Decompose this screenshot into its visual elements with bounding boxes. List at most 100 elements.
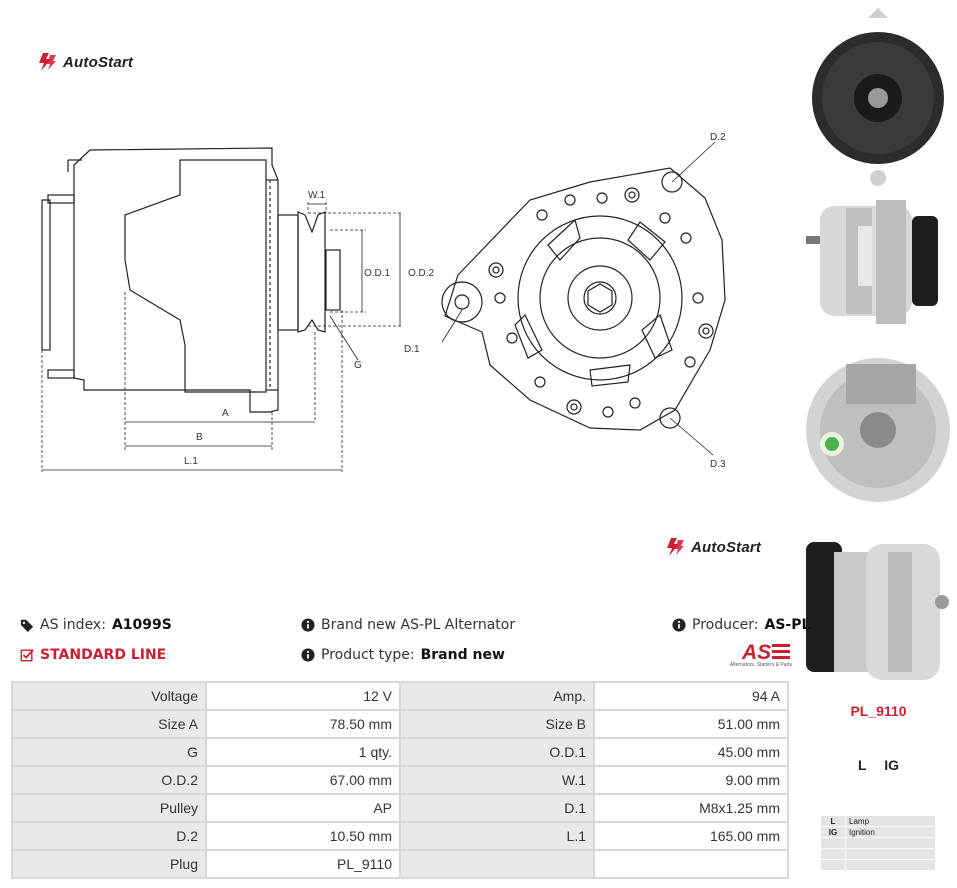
legend-row: L Lamp	[821, 816, 935, 826]
legend-code	[821, 838, 845, 848]
spec-key: D.2	[11, 821, 207, 851]
legend-row: IG Ignition	[821, 827, 935, 837]
legend-row	[821, 838, 935, 848]
spec-key: O.D.1	[399, 737, 595, 767]
legend-row	[821, 849, 935, 859]
label-od2: O.D.2	[408, 268, 435, 279]
spec-value: 51.00 mm	[593, 709, 789, 739]
legend-code	[821, 860, 845, 870]
as-index-value: A1099S	[111, 617, 172, 633]
label-d3: D.3	[710, 459, 726, 470]
spec-value: AP	[205, 793, 401, 823]
side-view-pulley	[297, 211, 326, 333]
label-b: B	[196, 432, 203, 443]
photo-rear-view	[806, 358, 950, 502]
description-text: Brand new AS-PL Alternator	[321, 617, 516, 633]
autostart-logo-icon	[667, 538, 684, 556]
plug-terminals: L IG	[858, 757, 899, 773]
legend-name: Ignition	[846, 827, 935, 837]
spec-key: Amp.	[399, 681, 595, 711]
spec-key: Voltage	[11, 681, 207, 711]
table-row: Voltage 12 V Amp. 94 A	[11, 681, 789, 711]
spec-value: 9.00 mm	[593, 765, 789, 795]
spec-value: M8x1.25 mm	[593, 793, 789, 823]
label-d2: D.2	[710, 132, 726, 143]
spec-key: L.1	[399, 821, 595, 851]
spec-key: O.D.2	[11, 765, 207, 795]
producer-value: AS-PL	[764, 617, 811, 633]
legend-name	[846, 849, 935, 859]
spec-value: 78.50 mm	[205, 709, 401, 739]
as-pl-logo: AS Alternators, Starters & Parts	[712, 640, 792, 668]
standard-line-label: STANDARD LINE	[40, 647, 167, 663]
spec-value: 165.00 mm	[593, 821, 789, 851]
legend-row	[821, 860, 935, 870]
product-type: Product type: Brand new	[301, 647, 505, 663]
table-row: Size A 78.50 mm Size B 51.00 mm	[11, 709, 789, 739]
as-pl-tagline: Alternators, Starters & Parts	[729, 662, 792, 668]
label-d1: D.1	[404, 344, 420, 355]
spec-key: Size B	[399, 709, 595, 739]
label-l1: L.1	[184, 456, 198, 467]
as-index: AS index: A1099S	[20, 617, 172, 633]
plug-legend: L Lamp IG Ignition	[820, 815, 936, 871]
spec-key: Pulley	[11, 793, 207, 823]
check-square-icon	[20, 649, 34, 662]
table-row: Pulley AP D.1 M8x1.25 mm	[11, 793, 789, 823]
spec-key: G	[11, 737, 207, 767]
legend-name	[846, 860, 935, 870]
spec-value: 94 A	[593, 681, 789, 711]
photo-front-view	[812, 8, 944, 186]
spec-key: W.1	[399, 765, 595, 795]
table-row: D.2 10.50 mm L.1 165.00 mm	[11, 821, 789, 851]
product-type-value: Brand new	[420, 647, 505, 663]
spec-value: 1 qty.	[205, 737, 401, 767]
spec-value: 67.00 mm	[205, 765, 401, 795]
spec-key: Size A	[11, 709, 207, 739]
product-type-label: Product type:	[321, 647, 415, 663]
as-index-label: AS index:	[40, 617, 106, 633]
table-row: Plug PL_9110	[11, 849, 789, 879]
table-row: O.D.2 67.00 mm W.1 9.00 mm	[11, 765, 789, 795]
side-view-housing	[73, 147, 279, 413]
spec-value: PL_9110	[205, 849, 401, 879]
legend-name	[846, 838, 935, 848]
technical-drawing: W.1 O.D.1 O.D.2 G A B L.1	[41, 132, 726, 472]
producer-label: Producer:	[692, 617, 759, 633]
spec-key: Plug	[11, 849, 207, 879]
autostart-logo-icon	[39, 53, 56, 71]
spec-key: D.1	[399, 793, 595, 823]
autostart-logo-secondary: AutoStart	[665, 537, 761, 557]
legend-code: L	[821, 816, 845, 826]
table-row: G 1 qty. O.D.1 45.00 mm	[11, 737, 789, 767]
spec-value: 45.00 mm	[593, 737, 789, 767]
info-circle-icon	[301, 648, 315, 662]
autostart-logo: AutoStart	[37, 52, 133, 72]
info-circle-icon	[672, 618, 686, 632]
description: Brand new AS-PL Alternator	[301, 617, 515, 633]
front-view	[441, 141, 726, 456]
info-circle-icon	[301, 618, 315, 632]
tags-icon	[20, 619, 34, 632]
legend-code: IG	[821, 827, 845, 837]
standard-line: STANDARD LINE	[20, 647, 166, 663]
as-pl-logo-letters: AS	[741, 641, 771, 662]
photo-side-view	[806, 200, 938, 324]
brand-name: AutoStart	[691, 538, 762, 556]
producer: Producer: AS-PL	[672, 617, 810, 633]
legend-code	[821, 849, 845, 859]
brand-name: AutoStart	[63, 53, 134, 71]
spec-value: 10.50 mm	[205, 821, 401, 851]
plug-code: PL_9110	[850, 703, 907, 719]
label-g: G	[354, 360, 362, 371]
label-a: A	[222, 408, 229, 419]
spec-key	[399, 849, 595, 879]
photo-pulley-side	[806, 542, 949, 680]
spec-value: 12 V	[205, 681, 401, 711]
spec-value	[593, 849, 789, 879]
label-w1: W.1	[308, 190, 326, 201]
spec-table: Voltage 12 V Amp. 94 A Size A 78.50 mm S…	[11, 681, 789, 879]
label-od1: O.D.1	[364, 268, 391, 279]
legend-name: Lamp	[846, 816, 935, 826]
as-pl-logo-mark: AS	[741, 641, 790, 662]
